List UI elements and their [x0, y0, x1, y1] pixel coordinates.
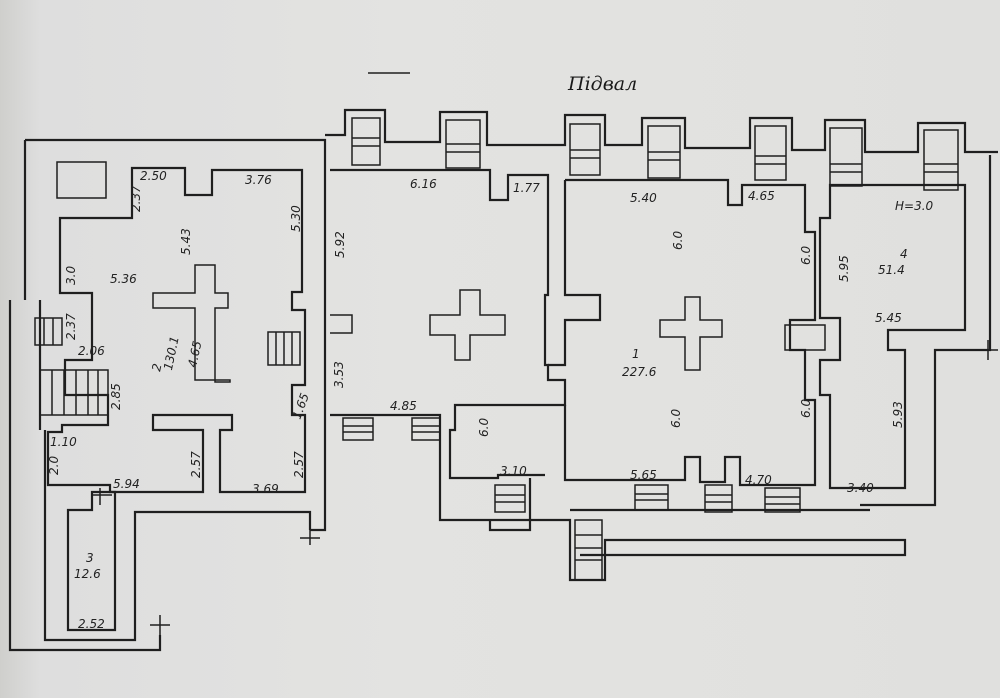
dim: 2.37 [129, 185, 143, 212]
room-labels: 1 227.6 2 130.1 3 12.6 4 51.4 H=3.0 [74, 199, 934, 581]
dim: 5.93 [891, 401, 905, 428]
dim: 3.76 [245, 173, 272, 187]
room-3-area: 12.6 [74, 567, 101, 581]
dim: 3.0 [64, 266, 78, 285]
dim: 2.06 [78, 344, 105, 358]
outer-walls [8, 108, 998, 652]
dim: 5.65 [630, 468, 657, 482]
dim: 2.57 [189, 451, 203, 478]
middle-pier [429, 289, 506, 361]
dim: 3.40 [847, 481, 874, 495]
wall-stub [330, 314, 353, 334]
dim: 4.70 [745, 473, 772, 487]
room-1-area: 227.6 [622, 365, 657, 379]
room-4-walls [818, 183, 967, 490]
dim: 6.0 [799, 246, 813, 265]
room-1-pier [659, 296, 723, 371]
dim: 2.50 [140, 169, 167, 183]
door-mark [92, 488, 320, 640]
room-2-number: 2 [149, 362, 164, 372]
dim: 2.85 [109, 383, 123, 410]
dim: 6.0 [799, 399, 813, 418]
dim: 5.45 [875, 311, 902, 325]
plan-title: Підвал [567, 73, 637, 95]
dim: 6.0 [671, 231, 685, 250]
room-2-pier [152, 264, 231, 383]
room-1-number: 1 [632, 347, 640, 361]
dim: 3.53 [332, 361, 346, 388]
room-4-area: 51.4 [878, 263, 905, 277]
dim: 2.0 [47, 456, 61, 475]
dim: 6.16 [410, 177, 437, 191]
room-4-number: 4 [900, 247, 908, 261]
dim: 6.0 [669, 409, 683, 428]
room-3-number: 3 [86, 551, 94, 565]
dim: 5.94 [113, 477, 140, 491]
middle-room-walls [330, 168, 567, 480]
dim: 5.30 [289, 205, 303, 232]
door-mark-east [975, 340, 998, 360]
dim: 2.37 [64, 313, 78, 340]
room-2-walls [46, 166, 307, 494]
dim: 2.52 [78, 617, 105, 631]
dim: 5.92 [333, 231, 347, 258]
ceiling-height: H=3.0 [895, 199, 934, 213]
dim: 5.43 [179, 228, 193, 255]
cabinet-box [56, 161, 107, 199]
window-niches [342, 117, 959, 513]
room-2-area: 130.1 [161, 335, 182, 372]
room-1-walls [548, 178, 817, 487]
dim: 4.65 [748, 189, 775, 203]
room-3-walls [66, 490, 117, 632]
dim: 5.36 [110, 272, 137, 286]
dim: 3.10 [500, 464, 527, 478]
dim: 5.40 [630, 191, 657, 205]
dim: 5.95 [837, 255, 851, 282]
stairs [34, 317, 603, 581]
dim: 1.10 [50, 435, 77, 449]
dim: 1.77 [513, 181, 540, 195]
room-1-east-pier [784, 324, 826, 351]
dim: 3.69 [252, 482, 279, 496]
dim: 6.0 [477, 418, 491, 437]
dimension-labels: 2.50 3.76 2.37 5.43 5.30 3.0 5.36 2.37 2… [47, 169, 905, 631]
dim: 2.57 [292, 451, 306, 478]
dim: 4.65 [185, 340, 204, 369]
dim: 4.85 [390, 399, 417, 413]
